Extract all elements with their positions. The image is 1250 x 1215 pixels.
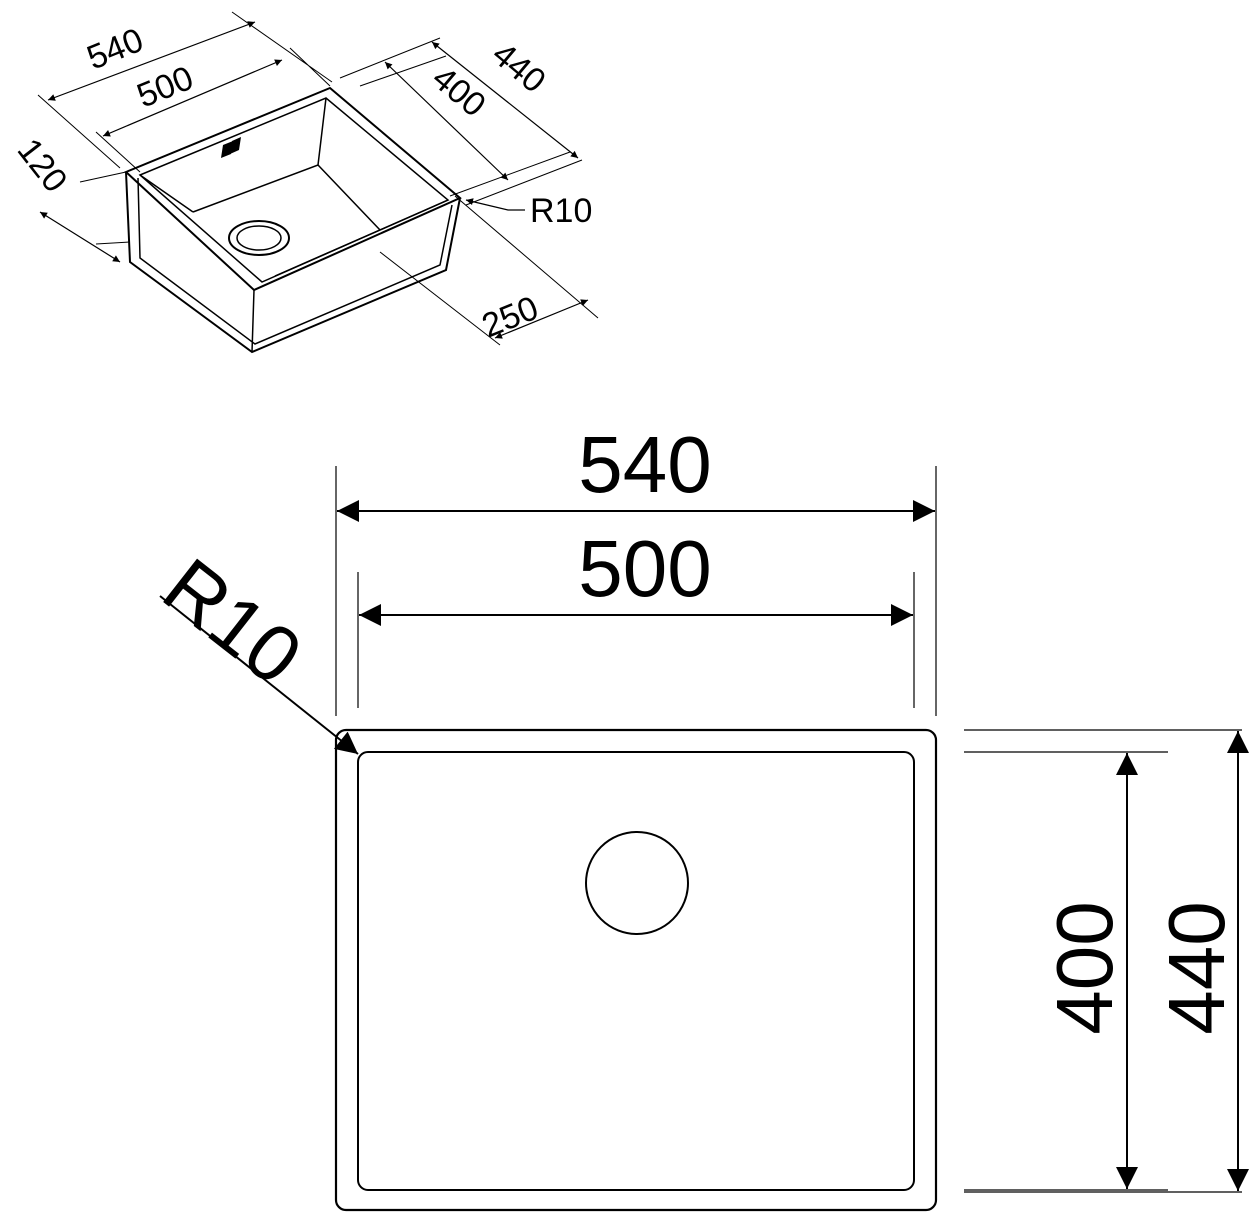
plan-r10-leader — [159, 595, 359, 755]
iso-dim-400-line — [384, 61, 509, 181]
iso-label-250: 250 — [477, 289, 544, 345]
iso-label-500: 500 — [132, 59, 199, 115]
iso-label-120: 120 — [10, 132, 75, 200]
iso-dim-250-line — [494, 299, 589, 339]
plan-drain — [585, 831, 689, 935]
iso-tap-mark — [221, 137, 241, 158]
iso-drain — [228, 220, 290, 256]
iso-dim-500-line — [102, 59, 283, 137]
iso-outer-walls — [125, 171, 461, 354]
iso-label-r10: R10 — [530, 192, 592, 230]
plan-inner-bowl — [357, 751, 915, 1191]
plan-outer-rim — [334, 728, 938, 1212]
iso-r10-leader — [465, 198, 525, 211]
iso-dim-120-line — [39, 211, 121, 263]
iso-label-540: 540 — [82, 21, 149, 77]
plan-view: 540 500 400 440 R10 — [148, 420, 1249, 1212]
iso-label-400: 400 — [425, 59, 493, 125]
plan-label-r10: R10 — [148, 541, 318, 701]
plan-label-500: 500 — [578, 524, 711, 613]
iso-rim-inner — [138, 97, 450, 283]
iso-label-440: 440 — [485, 35, 553, 101]
plan-label-440: 440 — [1152, 901, 1241, 1034]
iso-bowl-floor — [192, 164, 382, 277]
plan-label-540: 540 — [578, 420, 711, 509]
iso-rim-outer — [124, 86, 462, 292]
isometric-view: 540 500 440 400 R10 120 250 — [10, 11, 599, 354]
plan-label-400: 400 — [1040, 901, 1129, 1034]
